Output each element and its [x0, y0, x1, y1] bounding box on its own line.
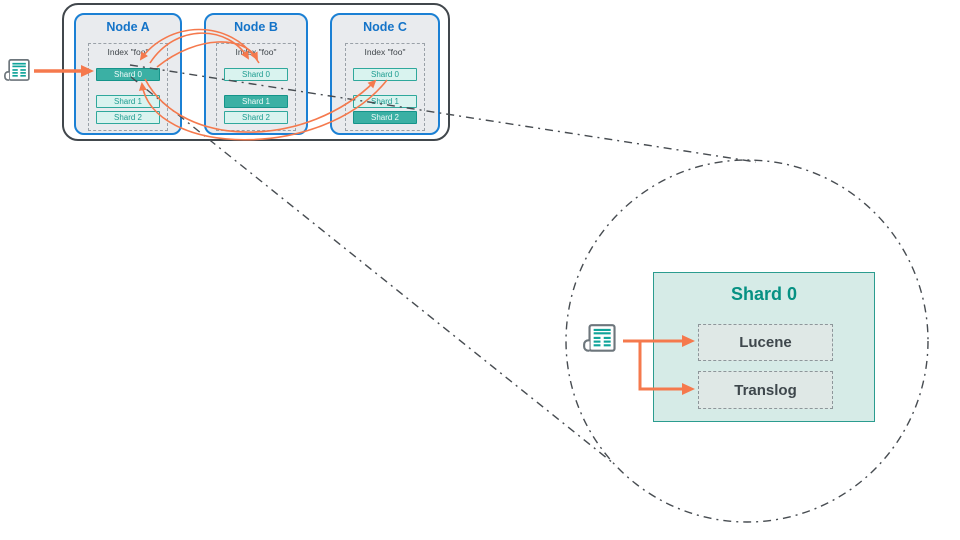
node-b-shard-0: Shard 0	[224, 68, 288, 81]
node-a-shard-2: Shard 2	[96, 111, 160, 124]
node-b-shard-2: Shard 2	[224, 111, 288, 124]
node-c-shard-2: Shard 2	[353, 111, 417, 124]
document-icon	[583, 324, 616, 352]
node-c-shard-0: Shard 0	[353, 68, 417, 81]
translog-box: Translog	[698, 371, 833, 409]
node-c-title: Node C	[363, 20, 407, 34]
node-b-title: Node B	[234, 20, 278, 34]
node-a-title: Node A	[106, 20, 150, 34]
node-a-shard-0: Shard 0	[96, 68, 160, 81]
lucene-box: Lucene	[698, 324, 833, 361]
node-a-shard-1: Shard 1	[96, 95, 160, 108]
node-c-index-box: Index "foo" Shard 0 Shard 1 Shard 2	[345, 43, 425, 131]
node-b-box: Node B Index "foo" Shard 0 Shard 1 Shard…	[204, 13, 308, 135]
node-b-index-box: Index "foo" Shard 0 Shard 1 Shard 2	[216, 43, 296, 131]
node-c-shard-1: Shard 1	[353, 95, 417, 108]
node-b-shard-1: Shard 1	[224, 95, 288, 108]
magnified-shard-panel: Shard 0 Lucene Translog	[653, 272, 875, 422]
node-a-box: Node A Index "foo" Shard 0 Shard 1 Shard…	[74, 13, 182, 135]
node-c-index-label: Index "foo"	[364, 47, 406, 57]
magnified-shard-title: Shard 0	[730, 284, 798, 304]
document-icon	[4, 59, 30, 81]
node-c-box: Node C Index "foo" Shard 0 Shard 1 Shard…	[330, 13, 440, 135]
node-a-index-label: Index "foo"	[107, 47, 149, 57]
node-a-index-box: Index "foo" Shard 0 Shard 1 Shard 2	[88, 43, 168, 131]
node-b-index-label: Index "foo"	[235, 47, 277, 57]
